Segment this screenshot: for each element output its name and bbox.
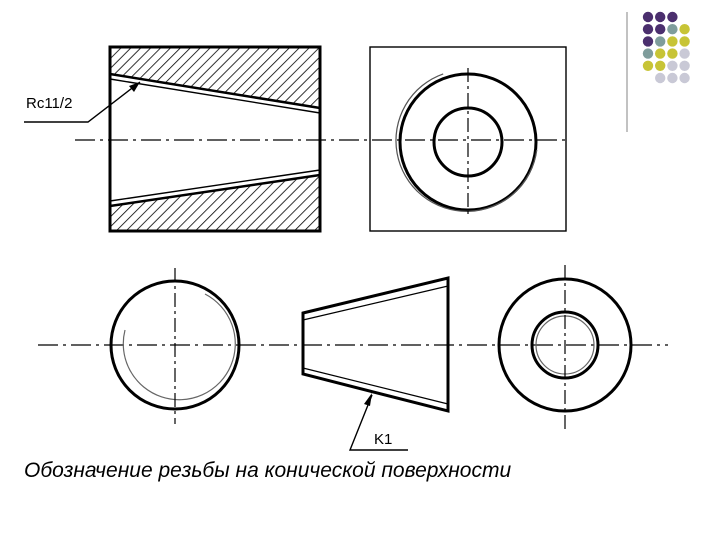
cone-thread-line-bottom [302, 367, 449, 405]
cone-outline [301, 276, 450, 413]
figure-caption: Обозначение резьбы на конической поверхн… [24, 459, 512, 482]
left-thread-arc [122, 293, 236, 401]
thread-designation-label: Rc11/2 [26, 95, 72, 112]
left-view [109, 268, 241, 424]
decor-dot [667, 11, 678, 23]
cone-thread-line-top [302, 285, 449, 321]
leader-arrow-taper [364, 393, 372, 406]
thread-arc [395, 73, 538, 212]
decor-dot [667, 72, 678, 84]
side-view-frame [369, 46, 567, 232]
taper-bore-line-bottom [109, 173, 321, 208]
decor-dot [655, 48, 666, 59]
decor-dot [655, 24, 666, 35]
decor-dot [679, 72, 690, 84]
decor-dot [642, 48, 654, 59]
taper-bore-line-top [109, 72, 321, 110]
leader-line-thread [24, 81, 141, 123]
decor-dot [642, 11, 654, 23]
hatched-wall-top [110, 47, 320, 108]
decor-dot [679, 36, 690, 47]
right-view [497, 265, 633, 430]
thread-line-top [109, 78, 321, 114]
decor-dot [667, 24, 678, 35]
section-view: Rc11/2 [24, 45, 570, 233]
decor-dot [642, 36, 654, 47]
decor-dot [655, 11, 666, 23]
taper-designation-label: K1 [374, 431, 392, 448]
decor-dot [655, 60, 666, 71]
decor-dot [679, 48, 690, 59]
decorative-dot-grid [642, 11, 690, 84]
section-outline [108, 45, 322, 233]
decor-dot [667, 48, 678, 59]
decor-dot [655, 72, 666, 84]
leader-arrow-thread [129, 82, 140, 92]
hatched-wall-bottom [110, 175, 320, 231]
thread-line-bottom [109, 169, 321, 202]
decor-dot [642, 60, 654, 71]
decor-dot [679, 24, 690, 35]
cone-view: K1 [301, 276, 450, 451]
decor-dot [667, 60, 678, 71]
decor-dot [655, 36, 666, 47]
decor-dot [642, 24, 654, 35]
decor-dot [667, 36, 678, 47]
side-view [369, 46, 567, 232]
leader-line-taper [348, 394, 408, 451]
decor-dot [679, 60, 690, 71]
